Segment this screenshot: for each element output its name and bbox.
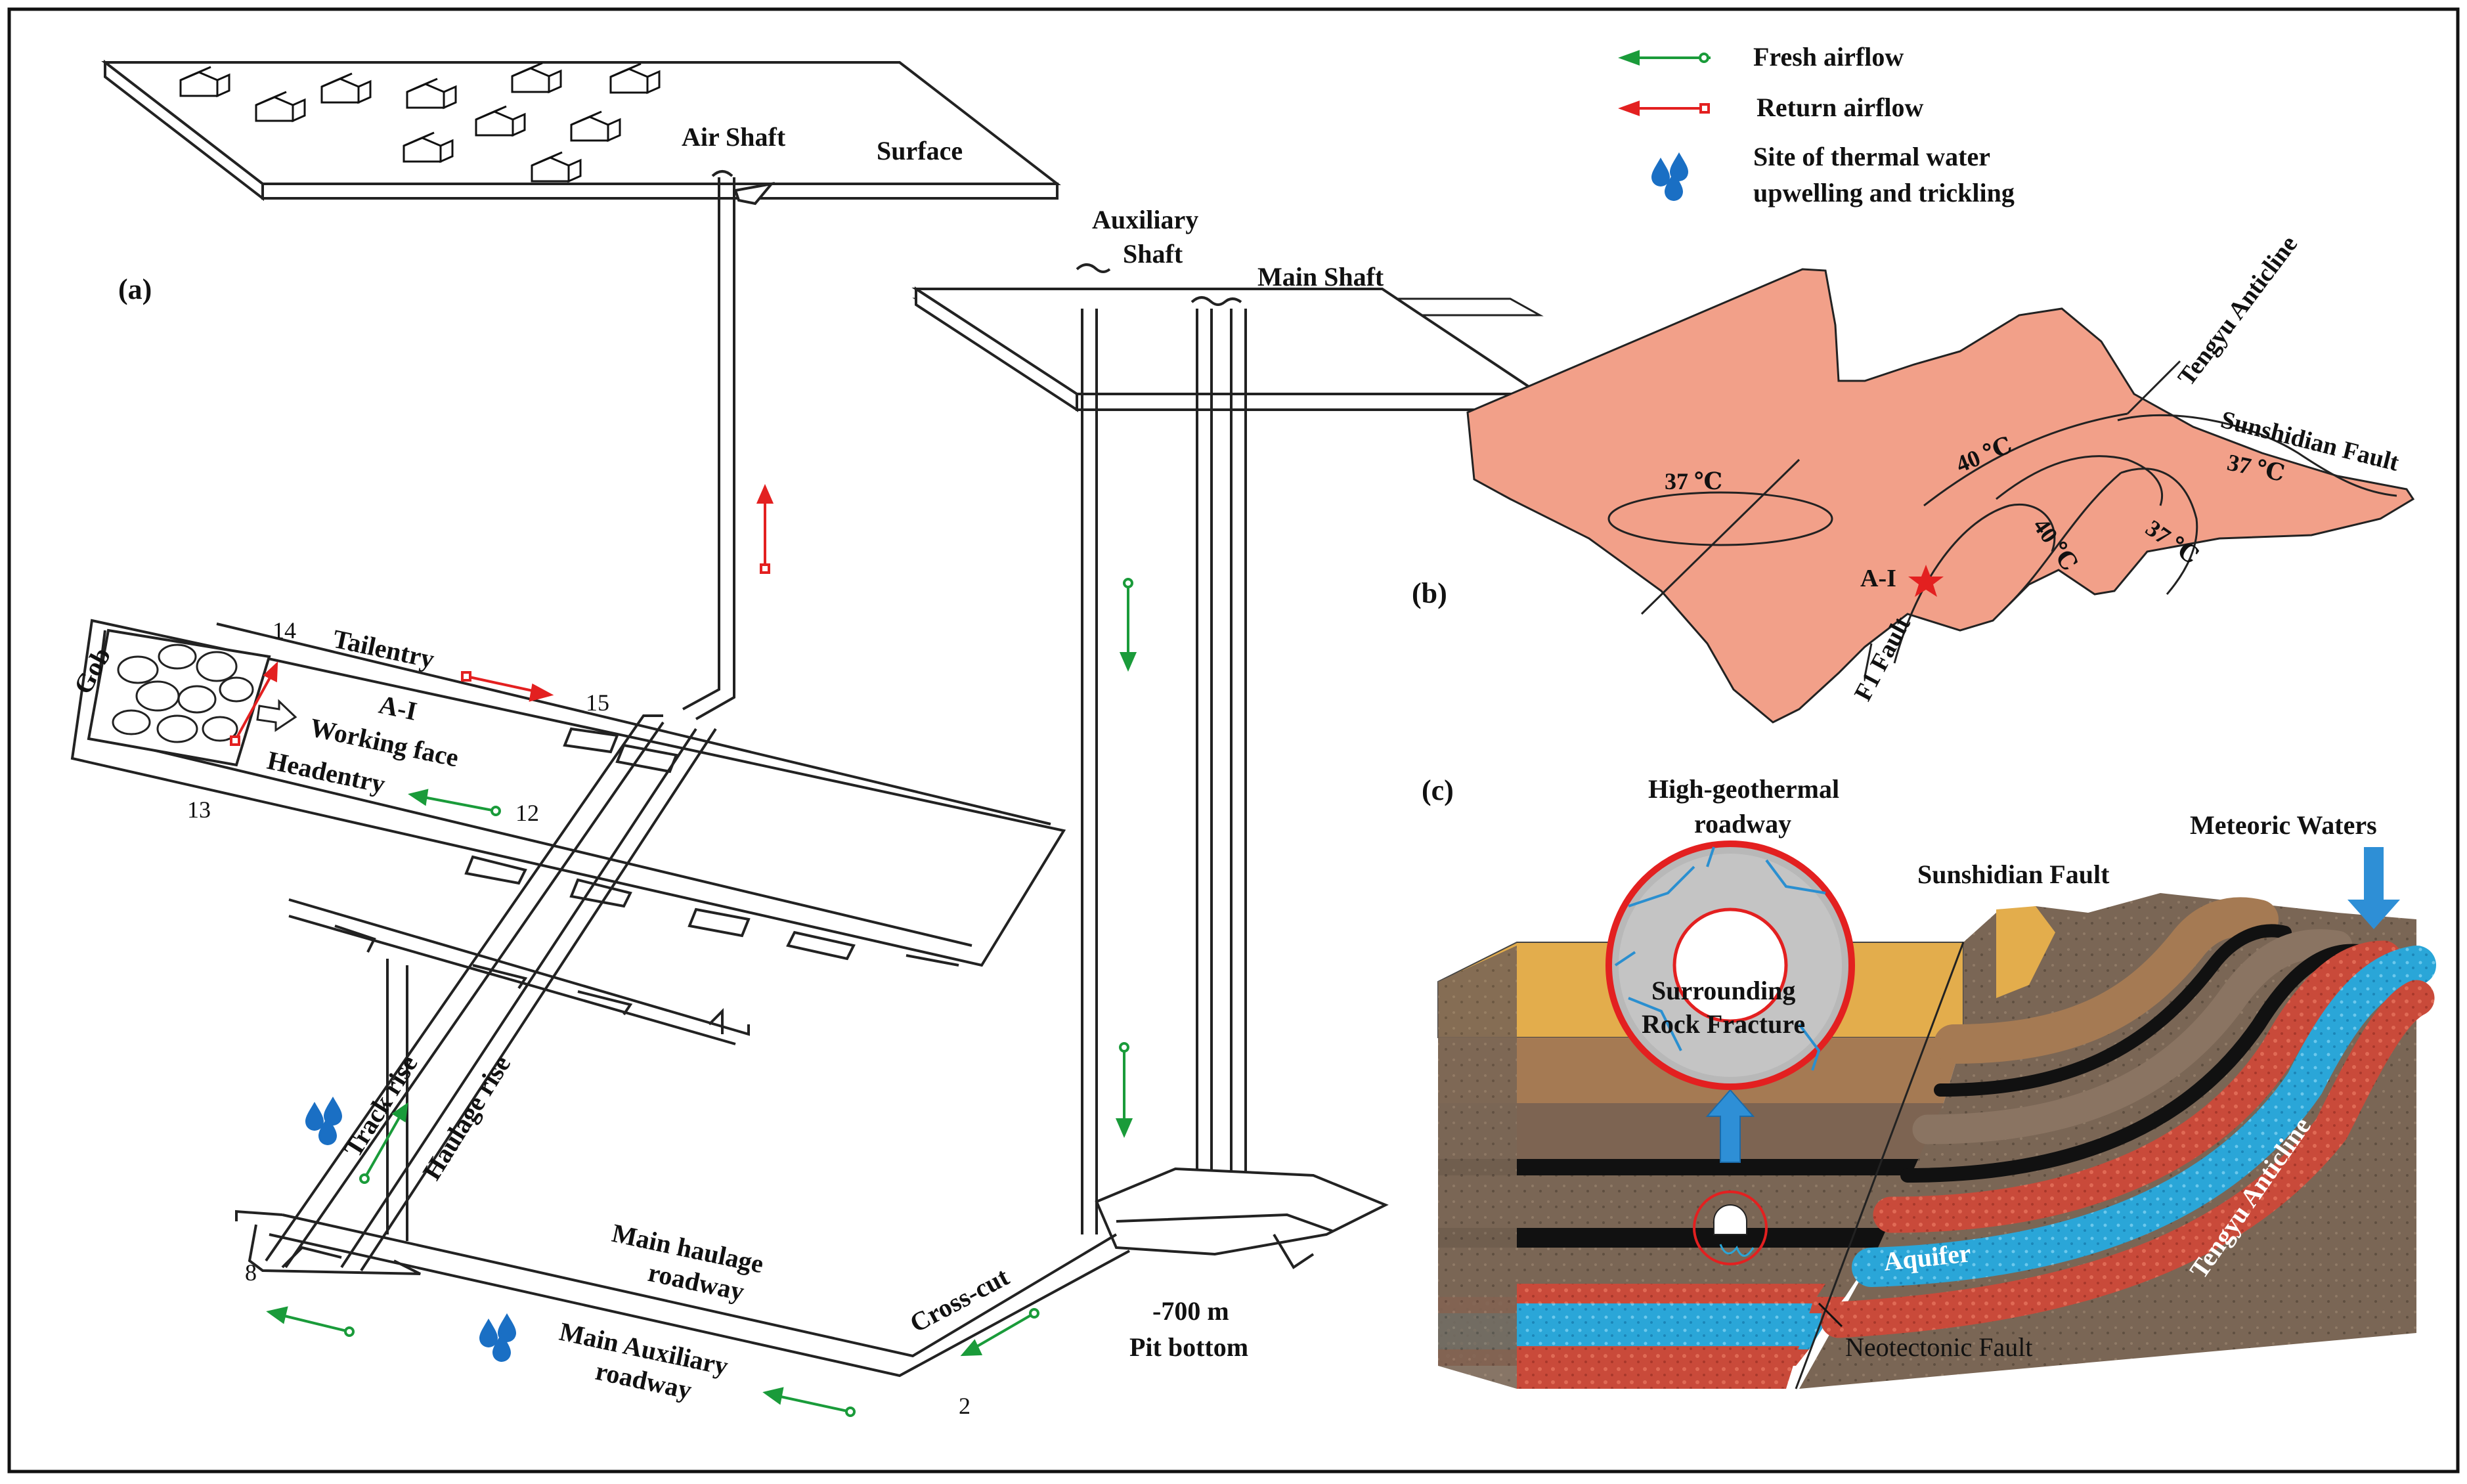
pit-bottom-label-1: -700 m <box>1152 1296 1229 1326</box>
star-icon <box>1908 565 1944 597</box>
panel-c-label: (c) <box>1422 774 1454 806</box>
panel-b: (b) Tengyu Anticline Sunshidian Fault F1… <box>1412 230 2415 724</box>
site-a1-label: A-I <box>1860 565 1896 592</box>
upwelling-arrow <box>1705 1089 1755 1163</box>
track-rise-label: Track rise <box>338 1050 423 1162</box>
high-geothermal-label-2: roadway <box>1694 809 1791 839</box>
pit-bottom-label-2: Pit bottom <box>1129 1332 1248 1362</box>
fresh-arrow-point-8 <box>266 1306 355 1337</box>
fresh-arrow-cross-cut <box>960 1308 1039 1357</box>
water-icon-main-auxiliary <box>479 1313 516 1362</box>
point-15-label: 15 <box>586 689 609 716</box>
panel-b-label: (b) <box>1412 577 1447 609</box>
fresh-arrow-shaft-1 <box>1119 578 1137 672</box>
fresh-arrow-track-rise <box>359 1102 408 1184</box>
return-arrow-face <box>230 661 278 746</box>
auxiliary-shaft-label-1: Auxiliary <box>1092 205 1198 234</box>
panel-a-label: (a) <box>118 273 152 305</box>
airflow-arrows-a <box>230 483 1137 1417</box>
legend: Fresh airflow Return airflow Site of the… <box>1618 42 2015 207</box>
fresh-arrow-main-auxiliary <box>762 1387 856 1417</box>
legend-fresh-label: Fresh airflow <box>1753 42 1904 72</box>
legend-fresh-arrow <box>1618 50 1711 66</box>
surface-label: Surface <box>877 136 963 165</box>
high-geothermal-label-1: High-geothermal <box>1648 774 1839 804</box>
point-12-label: 12 <box>515 800 539 826</box>
point-13-label: 13 <box>187 797 211 823</box>
point-14-label: 14 <box>273 617 296 644</box>
legend-water-icon <box>1651 152 1688 201</box>
panel-c: High-geothermal roadway Surrounding Rock… <box>1422 774 2436 1389</box>
sunshidian-fault-c-label: Sunshidian Fault <box>1917 860 2110 889</box>
fresh-arrow-shaft-2 <box>1115 1042 1133 1139</box>
haulage-rise-label: Haulage rise <box>416 1050 516 1185</box>
point-2-label: 2 <box>959 1393 971 1419</box>
tengyu-anticline-b-label: Tengyu Anticline <box>2173 230 2303 391</box>
water-icon-track-rise <box>305 1097 342 1145</box>
tailentry-label: Tailentry <box>330 624 437 674</box>
meteoric-waters-label: Meteoric Waters <box>2190 810 2377 840</box>
meteoric-water-arrow <box>2347 847 2400 929</box>
air-shaft-label: Air Shaft <box>682 122 786 152</box>
neotectonic-fault-label: Neotectonic Fault <box>1845 1332 2032 1362</box>
high-geothermal-roadway-ring <box>1605 840 1855 1090</box>
panel-a <box>70 59 1544 1378</box>
auxiliary-shaft-label-2: Shaft <box>1123 239 1183 269</box>
legend-water-label-2: upwelling and trickling <box>1753 178 2015 207</box>
legend-return-label: Return airflow <box>1757 93 1924 122</box>
iso-37-left-label: 37 ℃ <box>1665 468 1722 494</box>
main-shaft-label: Main Shaft <box>1257 262 1384 292</box>
roadway-section-marker <box>1693 1190 1768 1265</box>
surrounding-label-1: Surrounding <box>1651 976 1795 1005</box>
return-arrow-tailentry <box>461 671 554 702</box>
neotectonic-fault-leader <box>1818 1302 1843 1328</box>
legend-return-arrow <box>1618 100 1710 116</box>
fresh-arrow-headentry <box>408 789 501 816</box>
surrounding-label-2: Rock Fracture <box>1642 1009 1805 1039</box>
point-8-label: 8 <box>245 1259 257 1286</box>
legend-water-label-1: Site of thermal water <box>1753 142 1990 171</box>
working-face-label-1: A-I <box>376 689 420 726</box>
figure-border <box>7 7 2460 1473</box>
working-face-advance-arrow <box>256 699 297 732</box>
return-arrow-air-shaft <box>756 483 774 574</box>
